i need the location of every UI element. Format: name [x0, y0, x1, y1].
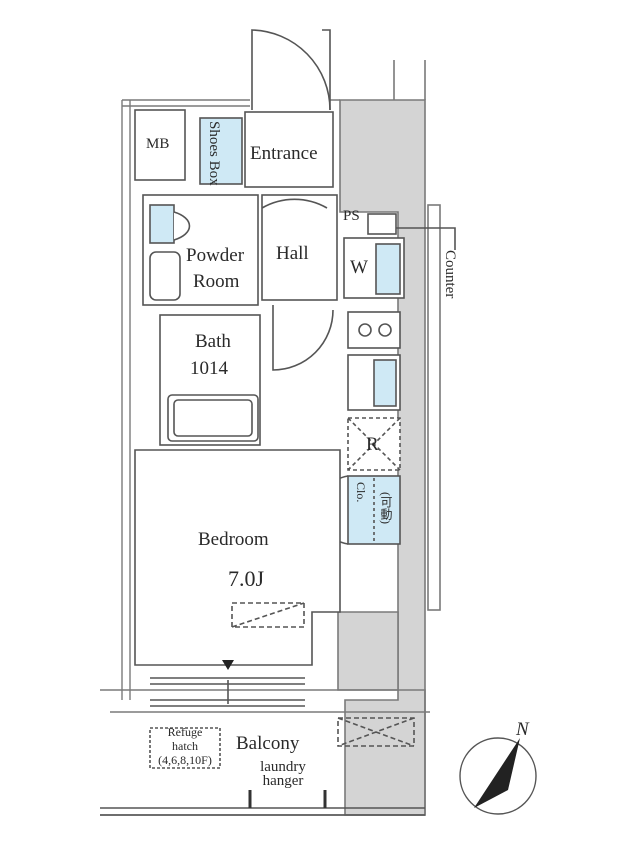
- hall-door: [261, 198, 328, 209]
- balcony-rail: [100, 807, 425, 816]
- counter-leader: [380, 227, 456, 250]
- aircon-balcony: [337, 717, 415, 747]
- ps-box: [367, 213, 397, 235]
- counter-strip: [427, 204, 441, 611]
- closet-note-label: (可動): [379, 492, 393, 524]
- refrigerator-label: R: [366, 434, 379, 455]
- lower-gray-block: [337, 611, 399, 691]
- refuge-label-3: (4,6,8,10F): [158, 753, 212, 767]
- mb-label: MB: [146, 136, 170, 152]
- bedroom: [134, 449, 341, 666]
- hall: [261, 194, 338, 301]
- mb-room: [134, 109, 186, 181]
- top-wall: [122, 99, 340, 107]
- powder-room-label-1: Powder: [186, 245, 245, 266]
- laundry-hanger: [248, 790, 327, 808]
- balcony-label: Balcony: [236, 733, 300, 754]
- refuge-label-1: Refuge: [167, 725, 203, 739]
- bedroom-label: Bedroom: [198, 529, 269, 550]
- bath-label: Bath: [195, 331, 231, 352]
- entrance-label: Entrance: [250, 143, 318, 164]
- closet-label: Clo.: [354, 482, 368, 503]
- stove: [347, 311, 401, 349]
- refuge-hatch: [149, 727, 221, 769]
- powder-room-label-2: Room: [193, 271, 240, 292]
- refuge-label-2: hatch: [172, 739, 198, 753]
- aircon-bedroom: [231, 602, 305, 628]
- compass-needle-icon: [474, 738, 520, 808]
- entry-arrow: [222, 660, 234, 670]
- w-label: W: [350, 257, 368, 278]
- hall-label: Hall: [276, 243, 309, 264]
- entrance-door: [251, 29, 331, 111]
- bath-size-label: 1014: [190, 358, 228, 379]
- corridor-wall: [393, 60, 426, 100]
- toilet-tank: [149, 204, 175, 244]
- shoes-box-label: Shoes Box: [206, 121, 222, 186]
- washbasin: [149, 251, 181, 301]
- outer-wall-left: [121, 100, 131, 700]
- laundry-label-1: laundry: [260, 759, 306, 775]
- toilet-bowl: [173, 211, 191, 241]
- laundry-label-2: hanger: [262, 773, 304, 789]
- compass-north-label: N: [516, 719, 529, 740]
- shoes-box: [199, 117, 243, 185]
- bedroom-size-label: 7.0J: [228, 566, 265, 591]
- entrance-area: [244, 111, 334, 188]
- bath-door: [272, 305, 334, 371]
- ps-label: PS: [343, 208, 360, 224]
- counter-label: Counter: [442, 250, 458, 299]
- compass: [459, 737, 537, 815]
